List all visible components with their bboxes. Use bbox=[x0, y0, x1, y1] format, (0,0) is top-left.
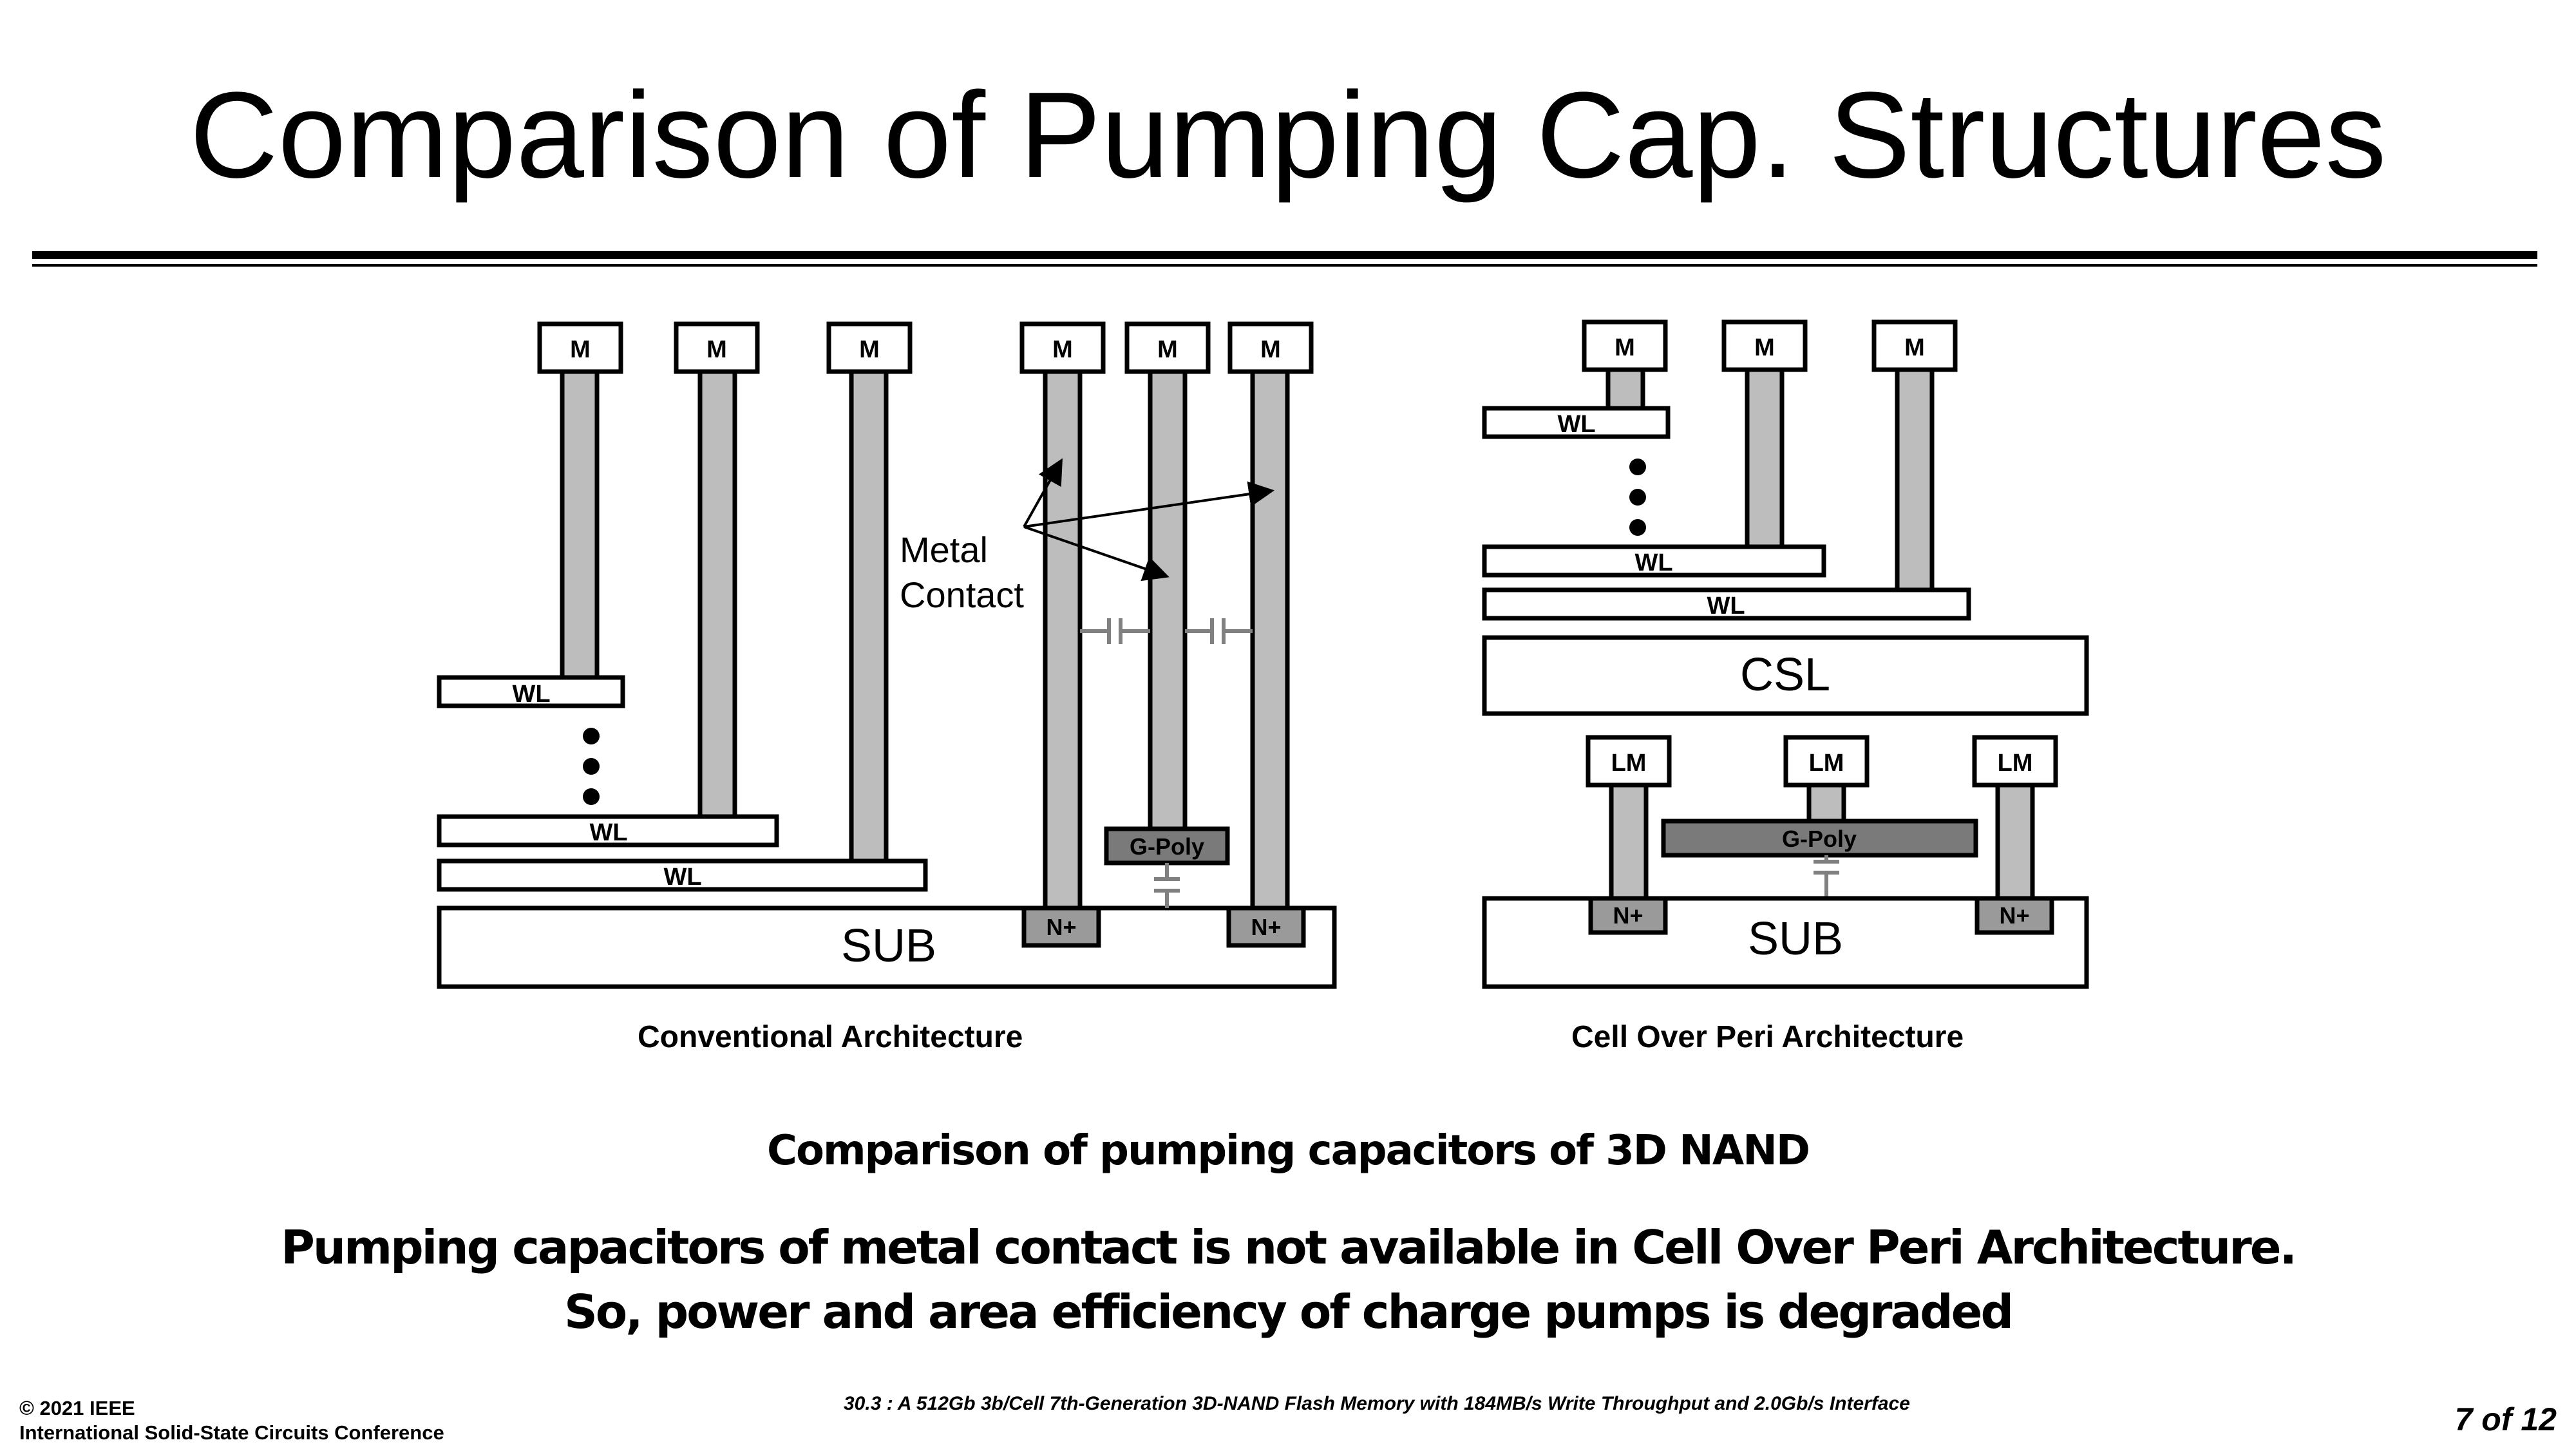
cop-lm-contact-left bbox=[1609, 782, 1649, 901]
cop-n-plus-label-right: N+ bbox=[1999, 902, 2029, 929]
cop-wl-label-bottom: WL bbox=[1707, 592, 1745, 620]
cop-n-plus-label-left: N+ bbox=[1613, 902, 1643, 929]
cop-gate-poly-label: G-Poly bbox=[1782, 826, 1857, 852]
footer-conference-text: International Solid-State Circuits Confe… bbox=[19, 1421, 444, 1444]
cop-local-metal-label-3: LM bbox=[1998, 750, 2033, 777]
caption-conventional-architecture: Conventional Architecture bbox=[638, 1020, 1023, 1054]
cop-lm-contact-right bbox=[1995, 782, 2035, 901]
conv-metal-box-4 bbox=[1019, 321, 1106, 374]
conv-pump-contact-center bbox=[1148, 369, 1188, 831]
cop-metal-label-1: M bbox=[1615, 334, 1635, 361]
conv-wl-plate-bottom bbox=[437, 858, 928, 892]
pumping-cap-diagram: SUB WL WL WL M M M M M M G-Po bbox=[437, 319, 2089, 989]
figure-subtitle: Comparison of pumping capacitors of 3D N… bbox=[767, 1127, 1810, 1175]
metal-contact-label-line2: Contact bbox=[900, 574, 1024, 615]
conv-wl-plate-top bbox=[437, 675, 625, 708]
cop-sub-label: SUB bbox=[1748, 913, 1843, 965]
conv-n-plus-label-right: N+ bbox=[1251, 914, 1281, 940]
conclusion-line-1: Pumping capacitors of metal contact is n… bbox=[281, 1220, 2297, 1274]
caption-cell-over-peri-architecture: Cell Over Peri Architecture bbox=[1571, 1020, 1964, 1054]
conv-metal-label-2: M bbox=[706, 336, 727, 363]
conv-capacitor-symbol-right bbox=[1185, 618, 1253, 644]
slide-title: Comparison of Pumping Cap. Structures bbox=[189, 67, 2387, 204]
cop-csl-label: CSL bbox=[1740, 649, 1830, 701]
cop-ellipsis-dot bbox=[1629, 489, 1646, 506]
cop-capacitor-symbol-vertical bbox=[1814, 855, 1839, 898]
conv-metal-label-1: M bbox=[570, 336, 591, 363]
conv-capacitor-symbol-left bbox=[1080, 618, 1150, 644]
cop-wl-plate-middle bbox=[1482, 544, 1826, 578]
conv-metal-box-1 bbox=[537, 321, 623, 374]
conv-wl-plate-middle bbox=[437, 814, 779, 848]
conv-pump-contact-left bbox=[1043, 369, 1083, 911]
metal-contact-arrows bbox=[1023, 458, 1274, 582]
page-number: 7 of 12 bbox=[2454, 1401, 2557, 1437]
footer-paper-reference: 30.3 : A 512Gb 3b/Cell 7th-Generation 3D… bbox=[844, 1393, 1910, 1414]
cop-metal-box-3 bbox=[1871, 319, 1958, 372]
title-divider-thin bbox=[32, 264, 2537, 267]
conv-metal-label-4: M bbox=[1052, 336, 1073, 363]
cop-wl-label-top: WL bbox=[1557, 411, 1595, 438]
cop-metal-label-3: M bbox=[1904, 334, 1925, 361]
conv-metal-box-2 bbox=[674, 321, 760, 374]
cop-csl-block bbox=[1482, 635, 2089, 716]
conv-ellipsis-dot bbox=[583, 758, 600, 775]
cop-ellipsis-dot bbox=[1629, 459, 1646, 475]
conv-gate-poly-label: G-Poly bbox=[1130, 833, 1204, 860]
conv-metal-box-5 bbox=[1124, 321, 1211, 374]
conv-wl-contact-3 bbox=[849, 369, 889, 864]
conv-metal-box-3 bbox=[826, 321, 913, 374]
conv-sub-label: SUB bbox=[841, 920, 936, 972]
cop-gate-poly bbox=[1661, 819, 1978, 858]
cop-wl-contact-2 bbox=[1745, 367, 1785, 549]
cop-lm-contact-center bbox=[1806, 782, 1846, 824]
conclusion-line-2: So, power and area efficiency of charge … bbox=[564, 1285, 2014, 1339]
footer-copyright-text: © 2021 IEEE bbox=[19, 1397, 135, 1419]
conv-capacitor-symbol-vertical bbox=[1154, 863, 1180, 908]
cop-metal-box-1 bbox=[1582, 319, 1668, 372]
cop-wl-contact-3 bbox=[1895, 367, 1935, 592]
conv-wl-contact-2 bbox=[697, 369, 737, 819]
footer-copyright: © 2021 IEEE International Solid-State Ci… bbox=[19, 1396, 444, 1445]
conv-ellipsis-dot bbox=[583, 788, 600, 805]
cop-wl-plate-top bbox=[1482, 406, 1671, 439]
conv-wl-label-bottom: WL bbox=[663, 864, 701, 891]
conv-wl-contact-1 bbox=[560, 369, 600, 680]
conv-pump-contact-right bbox=[1250, 369, 1290, 911]
cop-local-metal-label-1: LM bbox=[1611, 750, 1647, 777]
conv-n-plus-right bbox=[1226, 905, 1306, 948]
conv-sub-block bbox=[437, 905, 1337, 989]
conv-ellipsis-dot bbox=[583, 728, 600, 744]
title-divider-thick bbox=[32, 251, 2537, 259]
conv-metal-label-3: M bbox=[859, 336, 880, 363]
cop-wl-contact-1 bbox=[1605, 367, 1645, 411]
conv-wl-label-middle: WL bbox=[589, 819, 627, 846]
cop-metal-box-2 bbox=[1721, 319, 1808, 372]
conv-metal-box-6 bbox=[1227, 321, 1314, 374]
cop-ellipsis-dot bbox=[1629, 519, 1646, 536]
conv-gate-poly bbox=[1104, 826, 1230, 866]
conv-n-plus-label-left: N+ bbox=[1046, 914, 1076, 940]
cop-metal-label-2: M bbox=[1754, 334, 1775, 361]
metal-contact-label-line1: Metal bbox=[900, 529, 988, 570]
cop-local-metal-label-2: LM bbox=[1809, 750, 1844, 777]
cop-wl-label-middle: WL bbox=[1634, 549, 1672, 576]
conv-metal-label-6: M bbox=[1260, 336, 1281, 363]
cop-n-plus-left bbox=[1588, 896, 1668, 935]
conv-metal-label-5: M bbox=[1157, 336, 1178, 363]
cop-wl-plate-bottom bbox=[1482, 587, 1971, 621]
conv-n-plus-left bbox=[1021, 905, 1101, 948]
cop-n-plus-right bbox=[1975, 896, 2054, 935]
conv-wl-label-top: WL bbox=[512, 681, 550, 708]
